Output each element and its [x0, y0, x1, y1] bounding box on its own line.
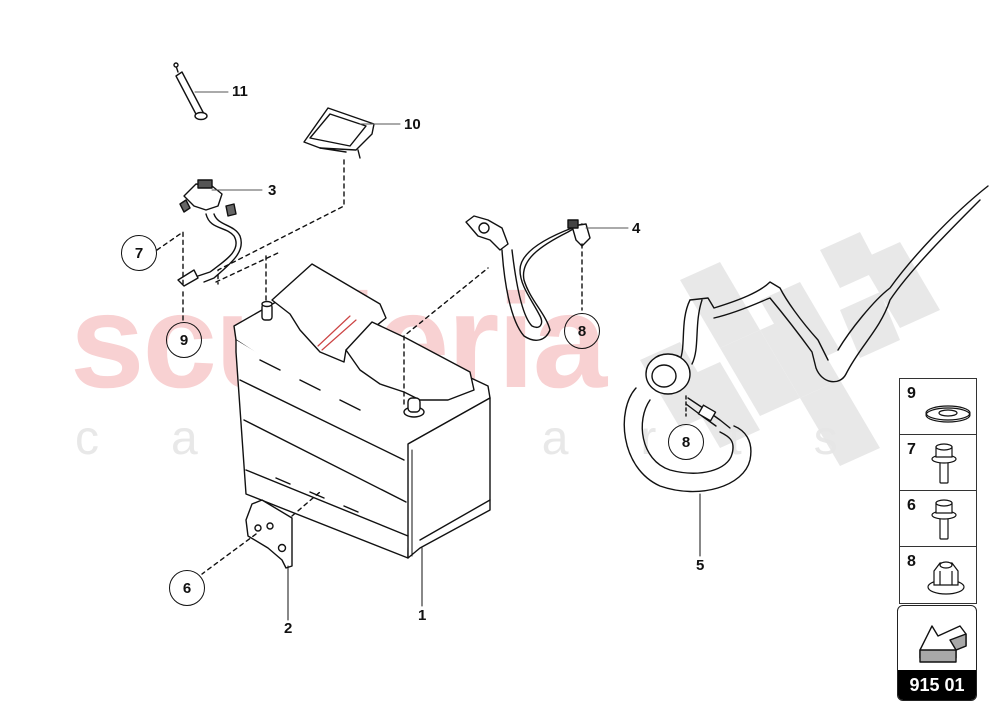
circled-ref-9: 9	[166, 322, 202, 358]
arrow-page-icon	[919, 625, 967, 663]
flange-bolt-icon	[931, 499, 957, 540]
positive-cable-part	[465, 215, 591, 341]
callout-4: 4	[632, 220, 641, 237]
negative-cable-part	[177, 179, 242, 287]
battery-part	[233, 263, 491, 559]
hardware-legend: 9 7 6	[899, 378, 977, 604]
hardware-label: 7	[907, 441, 916, 458]
callout-5: 5	[696, 557, 705, 574]
callout-2: 2	[284, 620, 293, 637]
hardware-item-washer: 9	[900, 379, 976, 435]
page-number-label: 915 01	[898, 670, 976, 700]
hardware-label: 8	[907, 553, 916, 570]
callout-11: 11	[232, 83, 248, 100]
circled-ref-7: 7	[121, 235, 157, 271]
callout-3: 3	[268, 182, 277, 199]
callout-1: 1	[418, 607, 427, 624]
hardware-item-bolt-7: 7	[900, 435, 976, 491]
main-harness-part	[623, 185, 989, 493]
bracket-part	[245, 499, 293, 569]
flange-nut-icon	[927, 561, 965, 595]
flange-bolt-icon	[931, 443, 957, 484]
page-reference-badge[interactable]: 915 01	[897, 605, 977, 701]
hardware-label: 6	[907, 497, 916, 514]
circled-ref-8-cable5: 8	[668, 424, 704, 460]
vent-plug-part	[173, 62, 208, 121]
circled-ref-8-cable4: 8	[564, 313, 600, 349]
circled-ref-6: 6	[169, 570, 205, 606]
callout-10: 10	[404, 116, 421, 133]
hardware-item-nut: 8	[900, 547, 976, 603]
washer-icon	[925, 405, 971, 423]
terminal-cover-part	[303, 107, 375, 159]
hardware-label: 9	[907, 385, 916, 402]
hardware-item-bolt-6: 6	[900, 491, 976, 547]
